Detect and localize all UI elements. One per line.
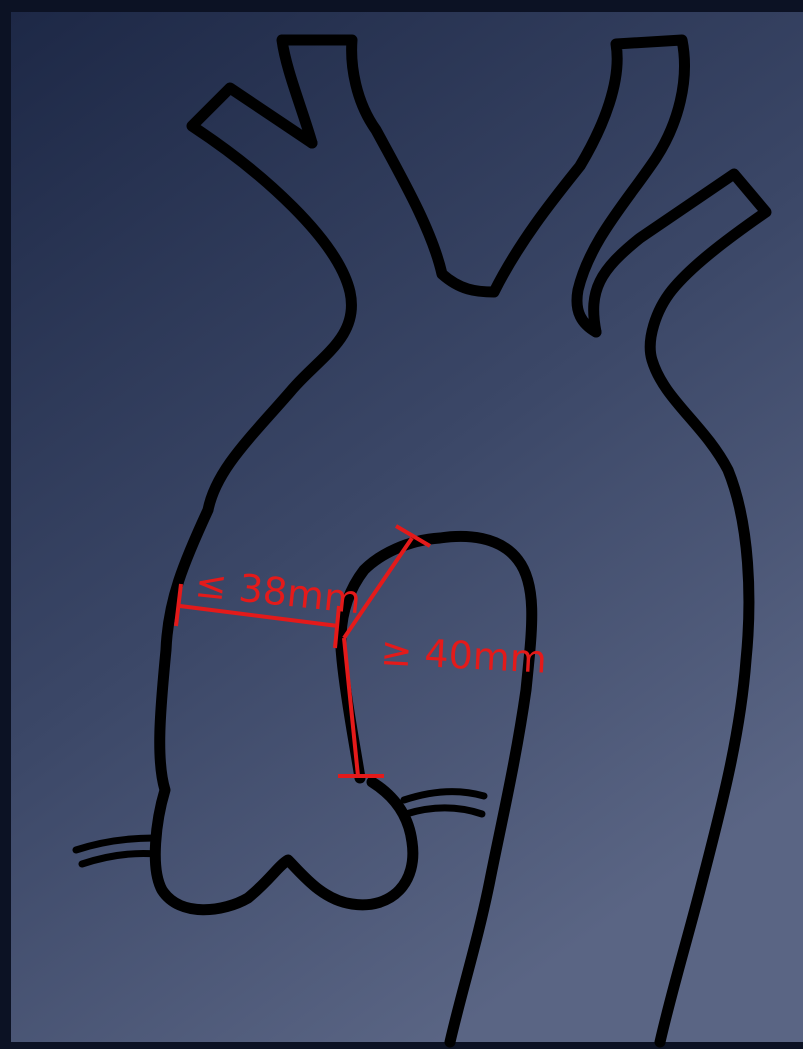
- right-diameter-label: ≥ 40mm: [380, 629, 548, 682]
